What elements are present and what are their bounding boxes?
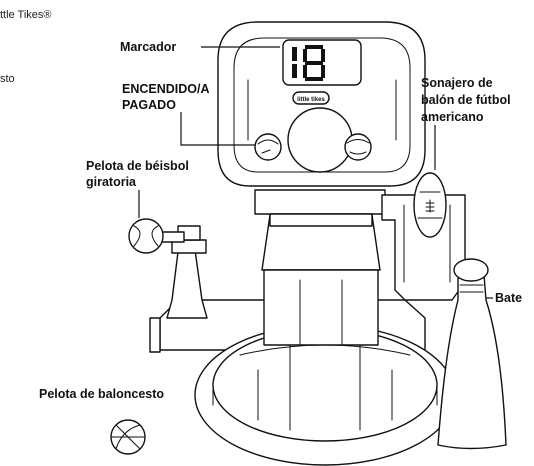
label-basketball: Pelota de baloncesto: [39, 387, 164, 401]
bat: [437, 258, 507, 450]
brand-badge-text: little tikes: [297, 97, 325, 103]
label-power-1: ENCENDIDO/A: [122, 82, 210, 96]
label-football-1: Sonajero de: [421, 76, 493, 90]
power-knob: [254, 133, 282, 161]
brand-text-fragment: ttle Tikes®: [0, 9, 52, 21]
label-football-3: americano: [421, 110, 484, 124]
label-scoreboard: Marcador: [120, 40, 176, 54]
label-bat: Bate: [495, 291, 522, 305]
label-power-2: PAGADO: [122, 98, 176, 112]
scoreboard-housing: little tikes: [217, 21, 426, 187]
baseball-stand: [128, 218, 208, 319]
basketball: [110, 419, 146, 455]
power-leader: [180, 112, 255, 146]
football-holder: [381, 172, 466, 301]
label-baseball-1: Pelota de béisbol: [86, 159, 189, 173]
spinning-baseball: [128, 218, 164, 254]
text-fragment: sto: [0, 73, 15, 85]
toy-base: [149, 299, 456, 466]
label-baseball-2: giratoria: [86, 175, 137, 189]
central-column: [254, 189, 386, 346]
label-football-2: balón de fútbol: [421, 93, 511, 107]
center-opening: [287, 107, 353, 173]
right-knob: [344, 133, 372, 161]
brand-badge: [292, 91, 330, 105]
